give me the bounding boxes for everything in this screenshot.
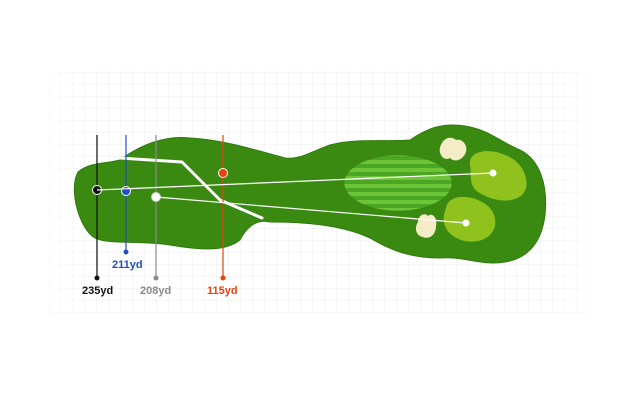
- marker-211yd-end-dot: [123, 249, 129, 255]
- label-235yd: 235yd: [82, 285, 113, 297]
- shot-line-lower: [155, 196, 467, 224]
- label-208yd: 208yd: [140, 285, 171, 297]
- marker-115yd[interactable]: [218, 135, 228, 281]
- marker-235yd-end-dot: [94, 275, 100, 281]
- pin-upper-green[interactable]: [489, 169, 497, 177]
- marker-211yd-dot[interactable]: [121, 186, 131, 196]
- cart-path: [118, 156, 264, 220]
- fairway-stripe-zone: [343, 154, 453, 212]
- shot-line-upper: [96, 172, 494, 191]
- marker-115yd-end-dot: [220, 275, 226, 281]
- bunker-upper: [439, 137, 467, 161]
- green-lower: [443, 196, 496, 242]
- marker-115yd-dot[interactable]: [218, 168, 228, 178]
- green-upper: [469, 151, 527, 201]
- marker-208yd-end-dot: [153, 275, 159, 281]
- pin-lower-green[interactable]: [462, 219, 470, 227]
- label-115yd: 115yd: [207, 285, 238, 297]
- label-211yd: 211yd: [112, 259, 143, 271]
